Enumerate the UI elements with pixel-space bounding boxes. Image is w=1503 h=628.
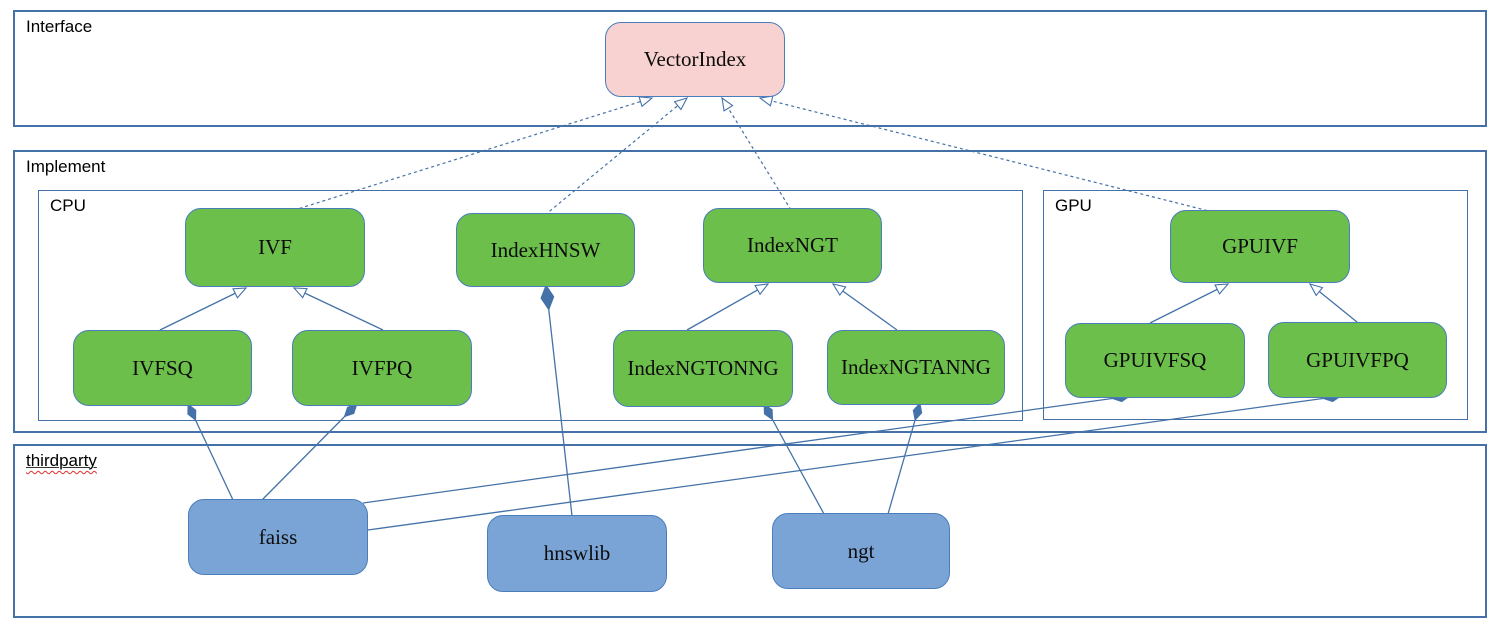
node-vectorindex[interactable]: VectorIndex — [605, 22, 785, 97]
section-label-thirdparty: thirdparty — [26, 451, 97, 471]
node-label-ivfsq: IVFSQ — [132, 355, 193, 380]
node-label-gpuivfsq: GPUIVFSQ — [1103, 348, 1207, 372]
edge-gpuivfsq-to-gpuivf-inheritance — [1149, 283, 1230, 324]
section-frame-thirdparty[interactable]: thirdparty — [13, 444, 1487, 618]
node-gpuivf[interactable]: GPUIVF — [1170, 210, 1350, 283]
section-label-gpu: GPU — [1055, 196, 1092, 215]
node-label-vectorindex: VectorIndex — [643, 47, 747, 71]
node-label-ngt: ngt — [847, 538, 875, 563]
node-hnswlib[interactable]: hnswlib — [487, 515, 667, 592]
edge-gpuivfpq-to-gpuivf-inheritance — [1308, 283, 1358, 323]
edge-faiss-to-gpuivfsq-composition — [362, 392, 1131, 504]
node-indexngtanng[interactable]: IndexNGTANNG — [827, 330, 1005, 405]
edge-indexhnsw-to-vectorindex-realization — [544, 97, 689, 216]
node-ivf[interactable]: IVF — [185, 208, 365, 287]
section-frame-implement[interactable]: Implement — [13, 150, 1487, 433]
section-frame-interface[interactable]: Interface — [13, 10, 1487, 127]
node-faiss[interactable]: faiss — [188, 499, 368, 575]
node-label-ivf: IVF — [258, 235, 292, 259]
node-label-hnswlib: hnswlib — [543, 541, 611, 565]
node-indexhnsw[interactable]: IndexHNSW — [456, 213, 635, 287]
node-label-indexngtanng: IndexNGTANNG — [841, 355, 991, 379]
section-label-text-thirdparty: thirdparty — [26, 451, 97, 470]
node-indexngt[interactable]: IndexNGT — [703, 208, 882, 283]
edge-faiss-to-ivfpq-composition — [261, 403, 358, 501]
edge-indexngtanng-to-indexngt-inheritance — [831, 283, 898, 331]
edge-ivfpq-to-ivf-inheritance — [292, 287, 384, 331]
node-ivfsq[interactable]: IVFSQ — [73, 330, 252, 406]
edge-hnswlib-to-indexhnsw-composition — [540, 284, 573, 517]
node-gpuivfsq[interactable]: GPUIVFSQ — [1065, 323, 1245, 398]
node-label-gpuivf: GPUIVF — [1222, 234, 1298, 258]
node-label-gpuivfpq: GPUIVFPQ — [1306, 347, 1409, 372]
node-label-indexngtonng: IndexNGTONNG — [627, 356, 779, 380]
edge-ivfsq-to-ivf-inheritance — [159, 287, 248, 331]
edge-indexngtonng-to-indexngt-inheritance — [686, 283, 770, 331]
node-label-ivfpq: IVFPQ — [351, 355, 413, 380]
node-label-indexngt: IndexNGT — [747, 233, 838, 257]
section-label-implement: Implement — [26, 157, 106, 176]
node-label-faiss: faiss — [258, 524, 298, 549]
section-label-interface: Interface — [26, 17, 93, 36]
section-frame-gpu[interactable]: GPU — [1043, 190, 1468, 420]
section-frame-cpu[interactable]: CPU — [38, 190, 1023, 421]
node-indexngtonng[interactable]: IndexNGTONNG — [613, 330, 793, 407]
node-gpuivfpq[interactable]: GPUIVFPQ — [1268, 322, 1447, 398]
node-ngt[interactable]: ngt — [772, 513, 950, 589]
edge-ngt-to-indexngtanng-composition — [887, 402, 923, 515]
section-label-cpu: CPU — [50, 196, 86, 215]
edge-faiss-to-ivfsq-composition — [187, 403, 234, 501]
edge-faiss-to-gpuivfpq-composition — [367, 392, 1342, 531]
node-ivfpq[interactable]: IVFPQ — [292, 330, 472, 406]
node-label-indexhnsw: IndexHNSW — [490, 237, 601, 262]
edge-ngt-to-indexngtonng-composition — [763, 403, 825, 515]
edge-indexngt-to-vectorindex-realization — [721, 96, 792, 211]
